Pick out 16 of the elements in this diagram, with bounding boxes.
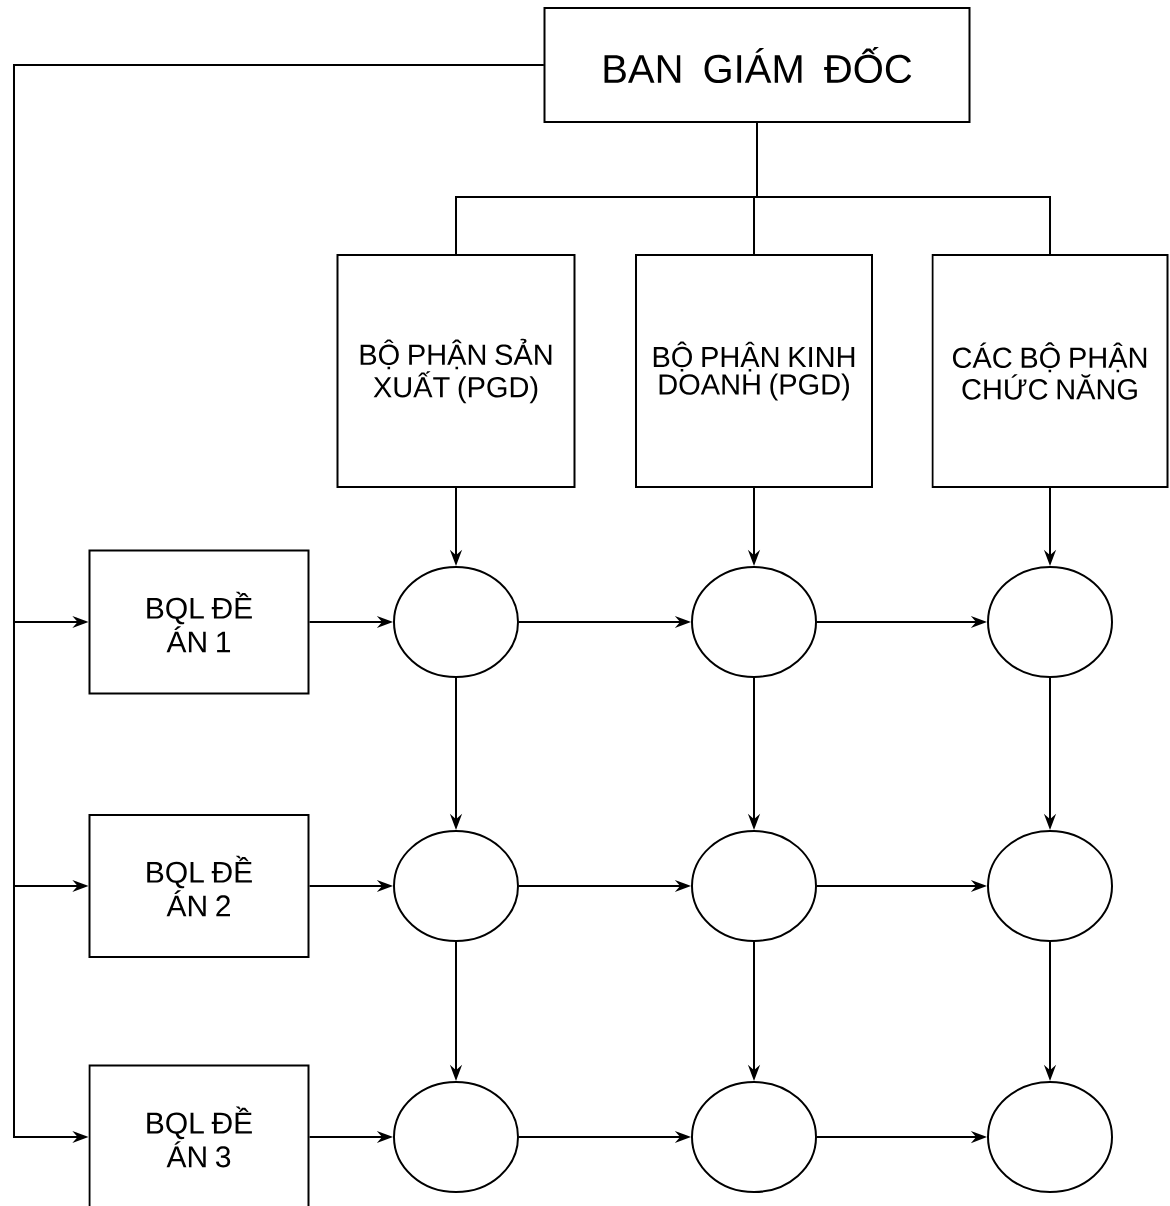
circle-node	[987, 566, 1113, 678]
department-box: BỘ PHẬN SẢN XUẤT (PGD)	[336, 254, 576, 488]
circle-node	[987, 830, 1113, 942]
circle-node	[393, 830, 519, 942]
circle-node	[691, 566, 817, 678]
title-box: BAN GIÁM ĐỐC	[543, 7, 971, 123]
project-board-box: BQL ĐỀ ÁN 1	[88, 549, 310, 695]
department-box: CÁC BỘ PHẬN CHỨC NĂNG	[931, 254, 1169, 488]
project-board-box: BQL ĐỀ ÁN 3	[88, 1064, 310, 1206]
circle-node	[691, 1081, 817, 1193]
circle-node	[691, 830, 817, 942]
circle-node	[393, 1081, 519, 1193]
circle-node	[987, 1081, 1113, 1193]
circle-node	[393, 566, 519, 678]
project-board-box: BQL ĐỀ ÁN 2	[88, 814, 310, 958]
department-box: BỘ PHẬN KINH DOANH (PGD)	[635, 254, 873, 488]
